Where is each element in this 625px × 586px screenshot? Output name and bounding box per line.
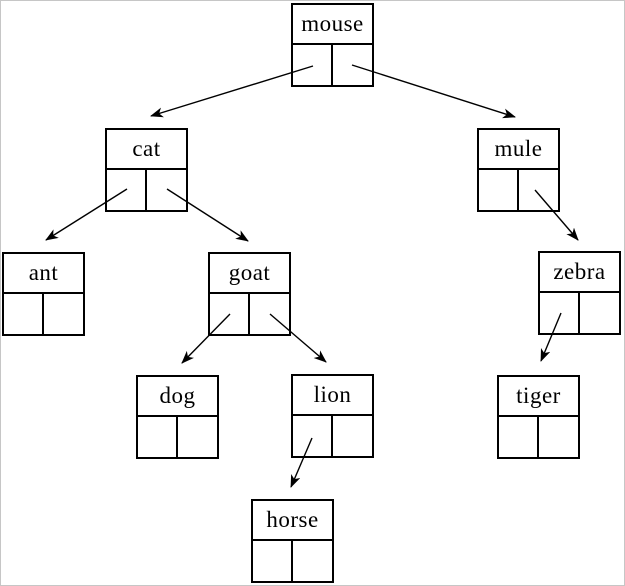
- tree-node-horse: horse: [251, 499, 334, 583]
- tree-node-mouse: mouse: [291, 3, 374, 87]
- node-label-dog: dog: [138, 377, 217, 417]
- left-pointer-cell-cat: [107, 170, 147, 210]
- node-label-horse: horse: [253, 501, 332, 541]
- left-pointer-cell-ant: [4, 294, 44, 334]
- pointer-cells: [293, 416, 372, 456]
- pointer-cells: [107, 170, 186, 210]
- right-pointer-cell-goat: [250, 294, 290, 334]
- left-pointer-cell-zebra: [540, 293, 580, 333]
- node-label-lion: lion: [293, 376, 372, 416]
- node-label-zebra: zebra: [540, 253, 619, 293]
- tree-node-mule: mule: [477, 128, 560, 212]
- tree-node-dog: dog: [136, 375, 219, 459]
- left-pointer-cell-lion: [293, 416, 333, 456]
- right-pointer-cell-mouse: [333, 45, 373, 85]
- node-label-mouse: mouse: [293, 5, 372, 45]
- left-pointer-cell-tiger: [499, 417, 539, 457]
- tree-node-lion: lion: [291, 374, 374, 458]
- left-pointer-cell-dog: [138, 417, 178, 457]
- node-label-ant: ant: [4, 254, 83, 294]
- pointer-cells: [499, 417, 578, 457]
- tree-node-zebra: zebra: [538, 251, 621, 335]
- edge-mouse-cat: [150, 65, 314, 118]
- right-pointer-cell-zebra: [580, 293, 620, 333]
- tree-node-ant: ant: [2, 252, 85, 336]
- pointer-cells: [253, 541, 332, 581]
- node-label-goat: goat: [210, 254, 289, 294]
- right-pointer-cell-ant: [44, 294, 84, 334]
- right-pointer-cell-horse: [293, 541, 333, 581]
- pointer-cells: [540, 293, 619, 333]
- node-label-mule: mule: [479, 130, 558, 170]
- tree-node-tiger: tiger: [497, 375, 580, 459]
- pointer-cells: [479, 170, 558, 210]
- right-pointer-cell-tiger: [539, 417, 579, 457]
- edge-mouse-mule: [351, 64, 516, 119]
- tree-node-cat: cat: [105, 128, 188, 212]
- left-pointer-cell-horse: [253, 541, 293, 581]
- pointer-cells: [293, 45, 372, 85]
- right-pointer-cell-dog: [178, 417, 218, 457]
- right-pointer-cell-mule: [519, 170, 559, 210]
- pointer-cells: [4, 294, 83, 334]
- right-pointer-cell-lion: [333, 416, 373, 456]
- pointer-cells: [210, 294, 289, 334]
- pointer-cells: [138, 417, 217, 457]
- left-pointer-cell-goat: [210, 294, 250, 334]
- left-pointer-cell-mouse: [293, 45, 333, 85]
- right-pointer-cell-cat: [147, 170, 187, 210]
- node-label-tiger: tiger: [499, 377, 578, 417]
- left-pointer-cell-mule: [479, 170, 519, 210]
- tree-node-goat: goat: [208, 252, 291, 336]
- node-label-cat: cat: [107, 130, 186, 170]
